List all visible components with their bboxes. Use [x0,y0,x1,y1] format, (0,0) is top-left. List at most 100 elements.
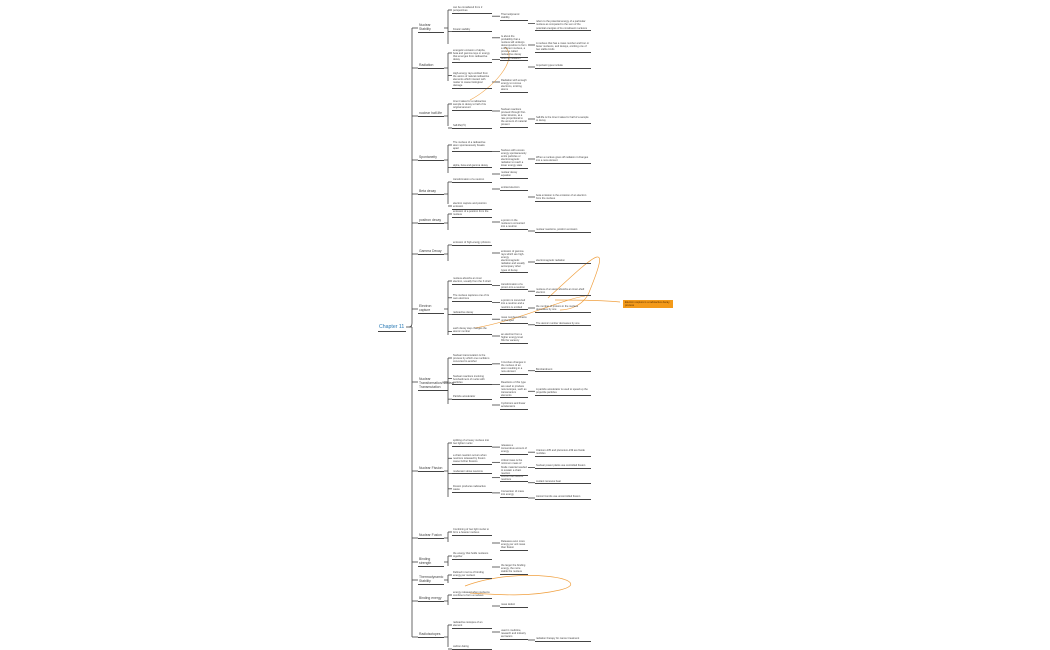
topic-12-item[interactable]: Defined in terms of binding energy per n… [452,571,492,579]
topic-3-item[interactable]: nuclear decay equation [500,171,528,179]
topic-1-item[interactable]: Radiation with enough energy to remove e… [500,79,528,93]
topic-4-item[interactable]: emitted electron [500,186,528,191]
connector [547,256,600,311]
topic-14-item[interactable]: radiation therapy for cancer treatment [535,637,591,642]
topic-9-item[interactable]: releases a tremendous amount of energy [500,444,528,455]
topic-4-item[interactable]: transformation of a neutron [452,178,492,183]
topic-7[interactable]: Electron capture [418,304,444,315]
connector [444,10,449,44]
topic-3-item[interactable]: When a nucleus gives off radiation it ch… [535,156,591,164]
topic-2[interactable]: nuclear half-life [418,111,444,118]
topic-7-item[interactable]: nucleus of an atom absorbs an inner-shel… [535,288,591,296]
topic-8-item[interactable]: Reactions of this type are used to produ… [500,381,528,399]
topic-7-item[interactable]: radioactive decay [452,311,492,316]
connector [444,556,449,566]
topic-13-item[interactable]: mass defect [500,603,528,608]
topic-6[interactable]: Gamma Decay [418,249,444,256]
topic-9[interactable]: Nuclear Fission [418,466,444,473]
topic-1-item[interactable]: Ionizing radiation [500,57,528,62]
topic-7-item[interactable]: the number of protons in the nucleus dec… [535,305,591,313]
topic-11-item[interactable]: the larger the binding energy, the more … [500,564,528,575]
topic-5[interactable]: positron decay [418,218,444,225]
topic-9-item[interactable]: Uranium-235 and plutonium-239 are fissil… [535,449,591,457]
topic-8-item[interactable]: A particle accelerator is used to speed … [535,388,591,397]
connector [444,104,449,126]
connector [554,299,621,303]
topic-0-item[interactable]: can be considered from 2 perspectives [452,6,492,14]
topic-10-item[interactable]: Releases even more energy per unit mass … [500,540,528,551]
topic-8-item[interactable]: Cyclotrons and linear accelerators [500,402,528,410]
topic-7-item[interactable]: mass number remains unchanged [500,316,528,324]
topic-14-item[interactable]: radioactive isotopes of an element [452,621,492,629]
topic-9-item[interactable]: splitting of a heavy nucleus into two li… [452,439,492,447]
topic-0[interactable]: Nuclear Stability [418,23,444,34]
topic-4-item[interactable]: beta emission is the emission of an elec… [535,194,591,202]
connector [444,53,449,81]
topic-13[interactable]: Binding energy [418,596,444,603]
topic-8-item[interactable]: Nuclear reactions involving bombardment … [452,375,492,386]
topic-1-item[interactable]: energetic emission of alpha, beta and ga… [452,49,492,63]
topic-6-item[interactable]: electromagnetic radiation [535,259,591,264]
topic-2-item[interactable]: Nuclear reactions proceed through first-… [500,108,528,129]
central-topic[interactable]: Chapter 11 [378,324,406,332]
topic-6-item[interactable]: emission of high-energy photons [452,241,492,246]
topic-7-item[interactable]: The nucleus captures one of its own elec… [452,294,492,302]
topic-7-item[interactable]: an electron from a higher energy level f… [500,333,528,344]
highlighted-callout[interactable]: Electron capture is a radioactive decay … [623,300,673,309]
topic-0-item[interactable]: refers to the potential energy of a part… [535,20,591,32]
topic-2-item[interactable]: time it takes for a radioactive sample t… [452,100,492,111]
topic-13-item[interactable]: energy released when nucleons combine to… [452,591,492,599]
connector [444,532,449,542]
connector [408,28,413,328]
topic-14[interactable]: Radioisotopes [418,632,444,639]
topic-0-item[interactable]: Thermodynamic stability [500,13,528,21]
topic-3-item[interactable]: Nucleus with excess energy spontaneously… [500,148,528,169]
topic-11-item[interactable]: the energy that holds nucleons together [452,552,492,560]
topic-2-item[interactable]: half-life(t½) [452,124,492,129]
topic-0-item[interactable]: Is about the probability that a nucleus … [500,34,528,59]
topic-3-item[interactable]: The nucleus of a radioactive atom sponta… [452,141,492,152]
topic-2-item[interactable]: half-life is the time it takes for half … [535,116,591,124]
topic-9-item[interactable]: critical mass is the minimum mass of fis… [500,459,528,477]
topic-9-item[interactable]: coolant removes heat [535,480,591,485]
topic-4-item[interactable]: electron capture and positron emission [452,202,492,210]
topic-7-item[interactable]: nucleus absorbs an inner electron, usual… [452,277,492,285]
topic-9-item[interactable]: Atomic bombs use uncontrolled fission [535,495,591,500]
topic-11[interactable]: Binding strength [418,557,444,568]
connector [474,295,586,329]
topic-10-item[interactable]: Combining of two light nuclei to form a … [452,528,492,536]
topic-8-item[interactable]: It involves changes in the nucleus of an… [500,361,528,375]
topic-9-item[interactable]: a chain reaction occurs when neutrons re… [452,454,492,466]
topic-5-item[interactable]: emission of a positron from the nucleus [452,210,492,218]
topic-9-item[interactable]: Nuclear power plants use controlled fiss… [535,464,591,470]
topic-14-item[interactable]: used in medicine, research and industry … [500,629,528,640]
topic-7-item[interactable]: each decay step changes the atomic numbe… [452,327,492,336]
topic-8-item[interactable]: Nuclear transmutation is the process by … [452,354,492,365]
topic-8-item[interactable]: Bombardment [535,368,591,373]
topic-3-item[interactable]: alpha, beta and gamma decay [452,164,492,169]
topic-4[interactable]: Beta decay [418,189,444,196]
topic-0-item[interactable]: Kinetic stability [452,28,492,33]
topic-9-item[interactable]: moderator slows neutrons [452,470,492,475]
topic-10[interactable]: Nuclear Fusion [418,533,444,540]
topic-14-item[interactable]: carbon dating [452,645,492,650]
topic-7-item[interactable]: transformation of a proton into a neutro… [500,283,528,291]
connector [444,575,449,583]
topic-8-item[interactable]: Particle accelerator [452,395,492,400]
topic-8[interactable]: Nuclear Transformation/Nuclear Transmuta… [418,377,454,391]
topic-1-item[interactable]: Important types include [535,64,591,69]
topic-5-item[interactable]: a proton in the nucleus is converted int… [500,219,528,230]
topic-12[interactable]: Thermodynamic Stability [418,575,444,586]
topic-9-item[interactable]: control rods absorb neutrons [500,475,528,483]
topic-9-item[interactable]: Conversion of mass into energy [500,490,528,498]
topic-7-item[interactable]: The atomic number decreases by one [535,322,591,327]
topic-6-item[interactable]: emission of gamma rays which are high-en… [500,250,528,274]
topic-7-item[interactable]: a proton is converted into a neutron and… [500,299,528,311]
topic-1-item[interactable]: High-energy rays emitted from the atoms … [452,72,492,89]
topic-0-item[interactable]: A nucleus that has a mass number and fou… [535,42,591,53]
topic-1[interactable]: Radiation [418,63,444,70]
topic-3[interactable]: Spontaneity [418,155,444,162]
topic-9-item[interactable]: Fission produces radioactive waste [452,485,492,493]
topic-5-item[interactable]: nuclear reactions, positron emission [535,228,591,233]
